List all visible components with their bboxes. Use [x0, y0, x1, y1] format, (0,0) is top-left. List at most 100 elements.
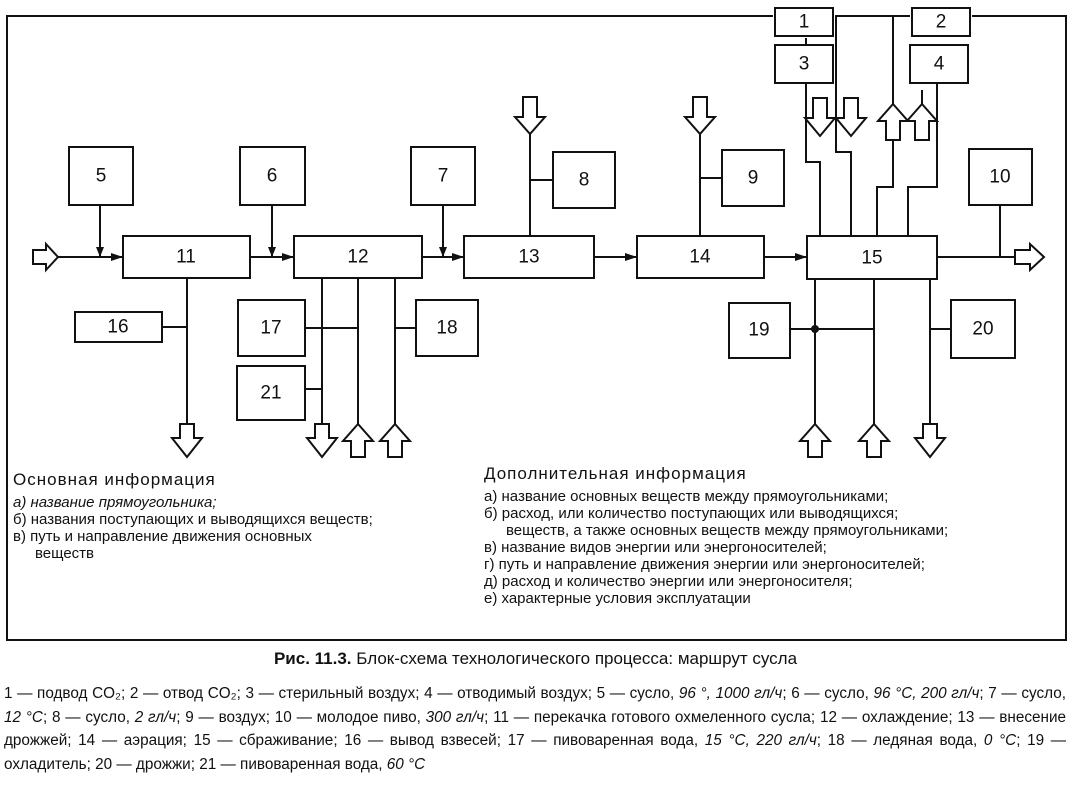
block-19: 19	[728, 302, 791, 359]
svg-text:11: 11	[176, 247, 196, 268]
svg-text:18: 18	[436, 318, 457, 339]
legend-sep: ;	[42, 708, 52, 726]
arrow-down-3b	[833, 97, 869, 138]
figure-caption: Рис. 11.3. Блок-схема технологического п…	[0, 649, 1071, 669]
legend-number: 8 —	[51, 708, 81, 726]
legend-entry: 3 — стерильный воздух;	[245, 685, 424, 702]
block-20: 20	[950, 299, 1016, 359]
legend-text: пивоваренная вода,	[546, 732, 705, 749]
extra-info-item: в) название видов энергии или энергоноси…	[484, 539, 827, 556]
legend-entry: 9 — воздух;	[185, 709, 275, 726]
legend-number: 6 —	[791, 685, 820, 702]
arrow-up-12b	[377, 422, 413, 458]
block-18: 18	[415, 299, 479, 357]
legend-entry: 12 — охлаждение;	[820, 709, 957, 726]
legend-text: перекачка готового охмеленного сусла;	[529, 708, 820, 726]
svg-text:14: 14	[689, 247, 711, 268]
legend-entry: 4 — отводимый воздух;	[424, 685, 597, 702]
legend-entry: 8 — сусло, 2 гл/ч;	[52, 709, 185, 726]
legend-entry: 19 — охладитель;	[4, 732, 1066, 773]
junction-dot	[811, 325, 819, 333]
legend-number: 17 —	[507, 732, 547, 749]
caption-label: Рис. 11.3.	[273, 649, 352, 668]
legend-number: 2 —	[129, 685, 159, 702]
legend-number: 21 —	[199, 755, 236, 773]
legend-number: 3 —	[245, 685, 274, 702]
legend-sep: ;	[484, 708, 494, 726]
legend-entry: 7 — сусло, 12 °С;	[4, 685, 1066, 726]
main-info-item: б) названия поступающих и выводящихся ве…	[13, 511, 373, 528]
main-info-item: а) название прямоугольника;	[13, 494, 217, 511]
extra-info-item: а) название основных веществ между прямо…	[484, 488, 889, 505]
legend-text: воздух;	[213, 708, 275, 726]
block-10: 10	[968, 148, 1033, 206]
legend-entry: 14 — аэрация;	[78, 732, 193, 749]
legend-text: внесение дрожжей;	[4, 708, 1067, 750]
legend-text: аэрация;	[117, 732, 194, 749]
block-17: 17	[237, 299, 306, 357]
block-15: 15	[806, 235, 938, 280]
legend-number: 16 —	[344, 732, 384, 749]
legend-entry: 17 — пивоваренная вода, 15 °С, 220 гл/ч;	[508, 732, 828, 749]
svg-text:4: 4	[934, 54, 945, 75]
extra-info: Дополнительная информация а) название ос…	[484, 465, 948, 607]
legend-number: 12 —	[819, 708, 858, 726]
legend-sep: ;	[1016, 732, 1028, 749]
main-info-item: в) путь и направление движения основных	[13, 528, 312, 545]
legend-text: отводимый воздух;	[452, 685, 597, 702]
block-8: 8	[552, 151, 616, 209]
block-12: 12	[293, 235, 423, 279]
legend-value: 96 °, 1000 гл/ч	[678, 685, 783, 702]
legend-text: сусло,	[625, 685, 679, 702]
block-4: 4	[909, 44, 969, 84]
legend-text: сбраживание;	[232, 732, 345, 749]
legend-text: молодое пиво,	[311, 708, 426, 726]
block-7: 7	[410, 146, 476, 206]
svg-text:17: 17	[260, 318, 281, 339]
flow-arrowheads	[96, 247, 807, 261]
legend-text: охладитель;	[4, 755, 96, 773]
legend-number: 18 —	[827, 732, 867, 749]
legend-sep: ;	[816, 732, 828, 749]
block-21: 21	[236, 365, 306, 421]
svg-text:9: 9	[748, 168, 759, 189]
legend-text: отвод CO₂;	[158, 685, 246, 702]
legend-entry: 1 — подвод CO₂;	[4, 685, 130, 702]
svg-text:15: 15	[861, 248, 882, 269]
legend-text: дрожжи;	[131, 755, 200, 773]
svg-text:5: 5	[96, 166, 107, 187]
legend-text: сусло,	[1016, 685, 1066, 702]
legend-number: 1 —	[4, 685, 33, 702]
legend-entry: 11 — перекачка готового охмеленного сусл…	[493, 709, 820, 726]
connection-lines	[57, 16, 1015, 424]
block-11: 11	[122, 235, 251, 279]
legend-entry: 13 — внесение дрожжей;	[4, 709, 1066, 750]
legend-sep: ;	[176, 708, 186, 726]
svg-text:3: 3	[799, 54, 810, 75]
legend-entry: 5 — сусло, 96 °, 1000 гл/ч;	[597, 685, 792, 702]
block-2: 2	[911, 7, 971, 37]
main-info: Основная информация а) название прямоуго…	[13, 471, 373, 562]
svg-text:7: 7	[438, 166, 449, 187]
legend-number: 15 —	[193, 732, 233, 749]
legend-value: 300 гл/ч	[425, 708, 485, 726]
legend-text: охлаждение;	[857, 708, 958, 726]
legend-value: 15 °С, 220 гл/ч	[704, 732, 817, 749]
legend-text: вывод взвесей;	[383, 732, 508, 749]
arrow-down-8	[512, 96, 548, 136]
legend-entry: 10 — молодое пиво, 300 гл/ч;	[275, 709, 493, 726]
arrow-down-15	[912, 423, 948, 459]
legend-number: 13 —	[957, 708, 995, 726]
main-info-item: веществ	[35, 545, 94, 562]
block-13: 13	[463, 235, 595, 279]
legend-text: сусло,	[80, 708, 135, 726]
legend-value: 60 °С	[386, 755, 426, 773]
block-3: 3	[774, 44, 834, 84]
block-5: 5	[68, 146, 134, 206]
legend-text: ледяная вода,	[866, 732, 984, 749]
svg-text:13: 13	[518, 247, 539, 268]
diagram-frame	[6, 15, 1067, 641]
legend-text: стерильный воздух;	[273, 685, 425, 702]
legend-entry: 15 — сбраживание;	[194, 732, 345, 749]
arrow-down-12	[304, 423, 340, 459]
